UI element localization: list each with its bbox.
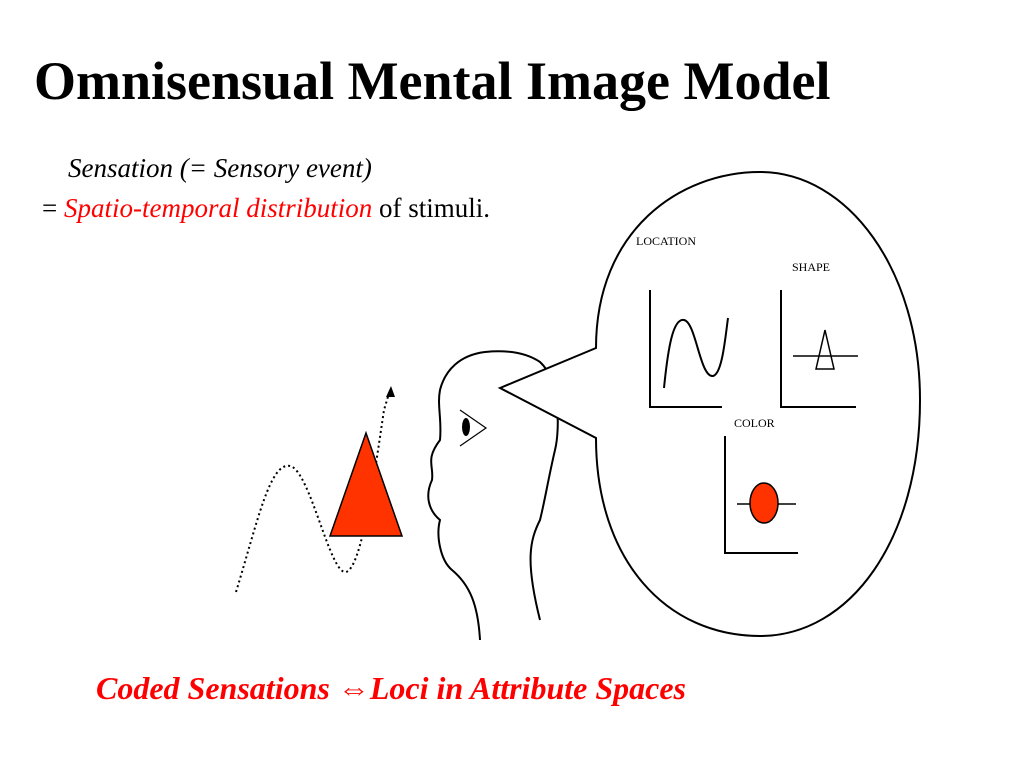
- location-label: LOCATION: [636, 234, 696, 248]
- location-space: LOCATION: [636, 234, 729, 408]
- equivalence-arrow-icon: ⇔: [337, 670, 370, 706]
- page-title: Omnisensual Mental Image Model: [34, 51, 831, 111]
- shape-triangle: [815, 329, 835, 370]
- color-axes: [724, 436, 798, 554]
- summary-caption: Coded Sensations ⇔Loci in Attribute Spac…: [96, 670, 686, 707]
- thought-bubble: [497, 170, 922, 638]
- distribution-emphasis: Spatio-temporal distribution: [63, 193, 373, 223]
- stimulus-triangle: [328, 430, 404, 537]
- head-profile: [427, 350, 559, 641]
- shape-axes: [780, 290, 856, 408]
- eye-pupil: [462, 418, 470, 436]
- caption-left: Coded Sensations: [96, 670, 338, 706]
- sensation-definition: Sensation (= Sensory event): [68, 153, 372, 183]
- color-dot: [749, 482, 779, 524]
- location-axes: [649, 290, 722, 408]
- trajectory-arrowhead: [386, 386, 395, 397]
- eye-outline: [459, 409, 488, 447]
- equals-prefix: =: [42, 193, 64, 223]
- distribution-suffix: of stimuli.: [372, 193, 491, 223]
- shape-label: SHAPE: [792, 260, 830, 274]
- caption-right: Loci in Attribute Spaces: [369, 670, 686, 706]
- color-space: COLOR: [724, 416, 798, 554]
- color-label: COLOR: [734, 416, 775, 430]
- shape-space: SHAPE: [780, 260, 858, 408]
- location-curve: [663, 317, 729, 389]
- distribution-definition: = Spatio-temporal distribution of stimul…: [42, 193, 490, 224]
